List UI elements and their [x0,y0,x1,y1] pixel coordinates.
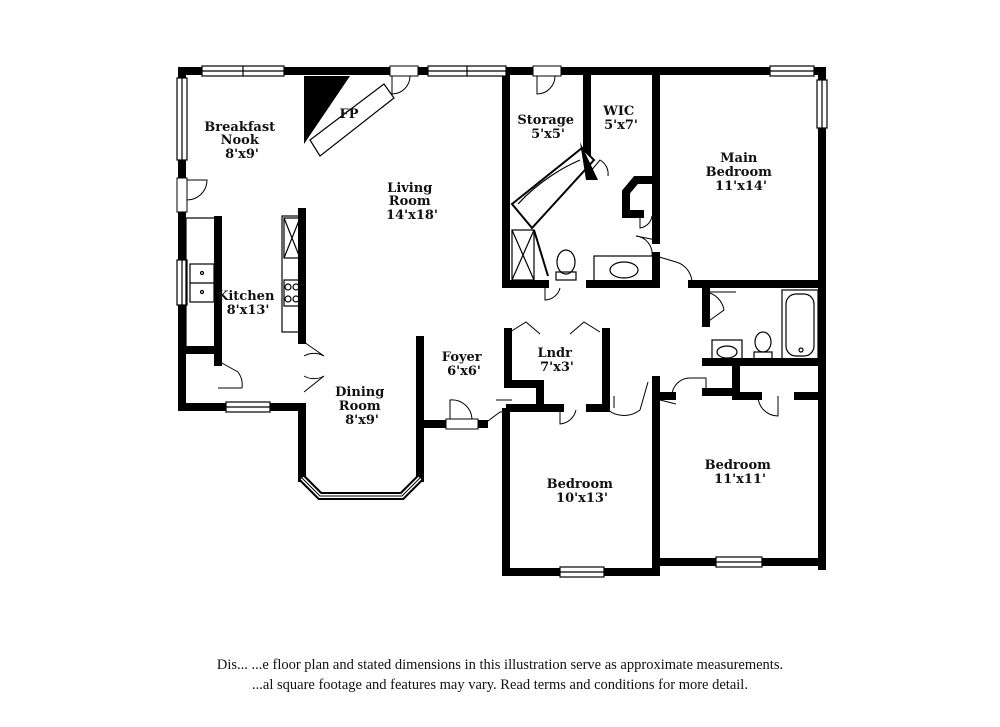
living-room-name-2: Room [389,194,431,209]
kitchen-label: Kitchen 8'x13' [217,289,279,318]
fireplace-label: FP [339,107,358,122]
dining-room-label: Dining Room 8'x9' [335,385,389,428]
dining-room-dim: 8'x9' [345,413,379,428]
laundry-name: Lndr [537,346,572,361]
disclaimer-line-2: ...al square footage and features may va… [252,677,748,693]
room-labels: Breakfast Nook 8'x9' Living Room 14'x18'… [204,104,777,506]
foyer-dim: 6'x6' [447,364,481,379]
dining-room-name-1: Dining [335,385,384,400]
kitchen-fixtures [185,215,303,351]
disclaimer-line-1: Dis... ...e floor plan and stated dimens… [216,657,784,673]
storage-label: Storage 5'x5' [517,113,578,142]
living-room-name-1: Living [387,181,432,196]
laundry-label: Lndr 7'x3' [537,346,576,375]
wic-label: WIC 5'x7' [602,104,639,133]
bedroom-3-name: Bedroom [705,458,772,473]
storage-name: Storage [517,113,574,128]
doors [176,65,779,430]
breakfast-nook-label: Breakfast Nook 8'x9' [204,120,279,162]
living-room-label: Living Room 14'x18' [386,181,438,223]
foyer-name: Foyer [442,350,482,365]
kitchen-dim: 8'x13' [227,303,270,318]
wic-name: WIC [602,104,634,119]
living-room-dim: 14'x18' [386,208,438,223]
main-bedroom-dim: 11'x14' [715,179,767,194]
bedroom-3-dim: 11'x11' [714,472,766,487]
breakfast-nook-name-1: Breakfast [204,120,275,135]
kitchen-name: Kitchen [217,289,275,304]
main-bedroom-name-2: Bedroom [706,165,773,180]
main-bedroom-name-1: Main [720,151,758,166]
bedroom-2-dim: 10'x13' [556,491,608,506]
main-bedroom-label: Main Bedroom 11'x14' [706,151,777,194]
walls [178,67,826,576]
bedroom-2-label: Bedroom 10'x13' [547,477,618,506]
main-bath-fixtures [711,289,819,361]
bedroom-2-name: Bedroom [547,477,614,492]
breakfast-nook-dim: 8'x9' [225,147,259,162]
wic-dim: 5'x7' [604,118,638,133]
bay-window [299,475,423,500]
hall-bath-fixtures [510,142,655,283]
foyer-label: Foyer 6'x6' [442,350,486,379]
fireplace: FP [304,76,395,157]
dining-room-name-2: Room [339,399,381,414]
laundry-dim: 7'x3' [540,360,574,375]
windows [176,65,828,578]
bedroom-3-label: Bedroom 11'x11' [705,458,776,487]
breakfast-nook-name-2: Nook [221,133,260,148]
storage-dim: 5'x5' [531,127,565,142]
